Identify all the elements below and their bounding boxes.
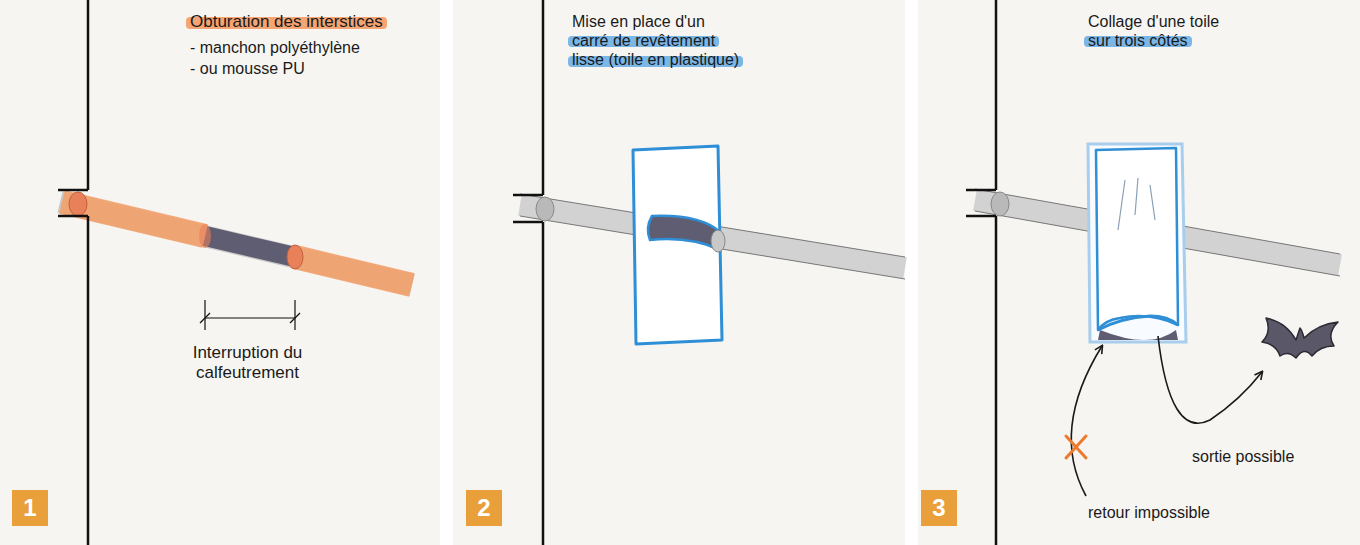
step-number-text: 2 bbox=[477, 494, 490, 522]
panel-ground bbox=[453, 0, 905, 545]
plastic-sheet-figure bbox=[513, 0, 905, 545]
panel-heading: Obturation des interstices bbox=[190, 12, 383, 32]
pipe-sleeve-figure bbox=[58, 0, 412, 545]
annotation: retour impossible bbox=[1088, 503, 1210, 522]
panel-ground bbox=[0, 0, 440, 545]
step-number-text: 3 bbox=[932, 494, 945, 522]
annotation: - manchon polyéthylène bbox=[190, 38, 360, 57]
step-number: 1 bbox=[12, 490, 48, 526]
annotation: sortie possible bbox=[1192, 447, 1294, 466]
step-number-text: 1 bbox=[23, 494, 36, 522]
step-number: 3 bbox=[921, 490, 957, 526]
annotation: Interruption du calfeutrement bbox=[180, 343, 315, 384]
annotation: - ou mousse PU bbox=[190, 59, 305, 78]
panel-heading: Collage d'une toile sur trois côtés bbox=[1088, 12, 1238, 50]
panel-ground bbox=[918, 0, 1360, 545]
step-number: 2 bbox=[466, 490, 502, 526]
panel-heading: Mise en place d'un carré de revêtement l… bbox=[572, 12, 743, 70]
glued-sheet-figure bbox=[966, 0, 1340, 545]
